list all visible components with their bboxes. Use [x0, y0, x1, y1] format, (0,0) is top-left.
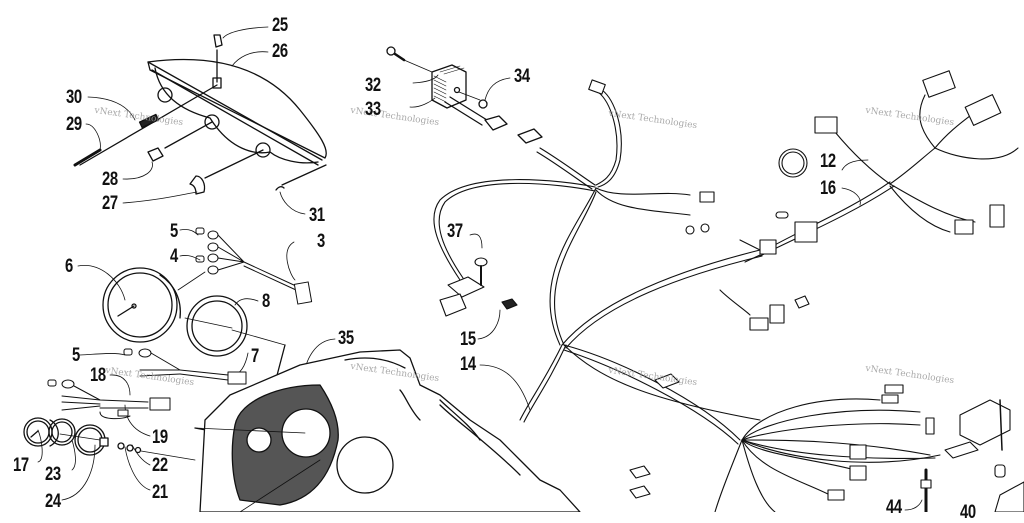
callout-31: 31 — [309, 205, 325, 226]
callout-17: 17 — [13, 455, 29, 476]
callout-27: 27 — [102, 193, 118, 214]
lower-right-harness — [629, 384, 1024, 512]
regulator-group — [386, 46, 543, 144]
callout-35: 35 — [338, 328, 354, 349]
callout-33: 33 — [365, 99, 381, 120]
callout-28: 28 — [102, 169, 118, 190]
callout-40: 40 — [960, 502, 976, 523]
hood-harness — [719, 70, 1019, 331]
gauge-harnesses — [47, 348, 247, 420]
callout-8: 8 — [262, 291, 270, 312]
callout-34: 34 — [514, 66, 530, 87]
callout-24: 24 — [45, 491, 61, 512]
callout-29: 29 — [66, 114, 82, 135]
leader-lines — [37, 26, 336, 501]
callout-5-top: 5 — [170, 221, 178, 242]
callout-12: 12 — [820, 151, 836, 172]
callout-16: 16 — [820, 178, 836, 199]
callout-23: 23 — [45, 464, 61, 485]
callout-7: 7 — [251, 346, 259, 367]
callout-30: 30 — [66, 87, 82, 108]
console — [194, 349, 581, 512]
callout-5-mid: 5 — [72, 345, 80, 366]
callout-15: 15 — [460, 329, 476, 350]
callout-22: 22 — [152, 455, 168, 476]
callout-18: 18 — [90, 365, 106, 386]
callout-44: 44 — [886, 497, 902, 518]
headlight-assembly — [73, 34, 327, 195]
callout-21: 21 — [152, 482, 168, 503]
main-harness — [433, 79, 763, 445]
speedometer-group — [102, 227, 313, 441]
callout-32: 32 — [365, 75, 381, 96]
parts-diagram — [23, 26, 1024, 512]
callout-6: 6 — [65, 256, 73, 277]
callout-19: 19 — [152, 427, 168, 448]
callout-14: 14 — [460, 354, 476, 375]
callout-37: 37 — [447, 221, 463, 242]
callout-3: 3 — [317, 231, 325, 252]
small-gauge-group — [23, 417, 196, 461]
callout-25: 25 — [272, 15, 288, 36]
callout-26: 26 — [272, 41, 288, 62]
callout-4: 4 — [170, 246, 178, 267]
